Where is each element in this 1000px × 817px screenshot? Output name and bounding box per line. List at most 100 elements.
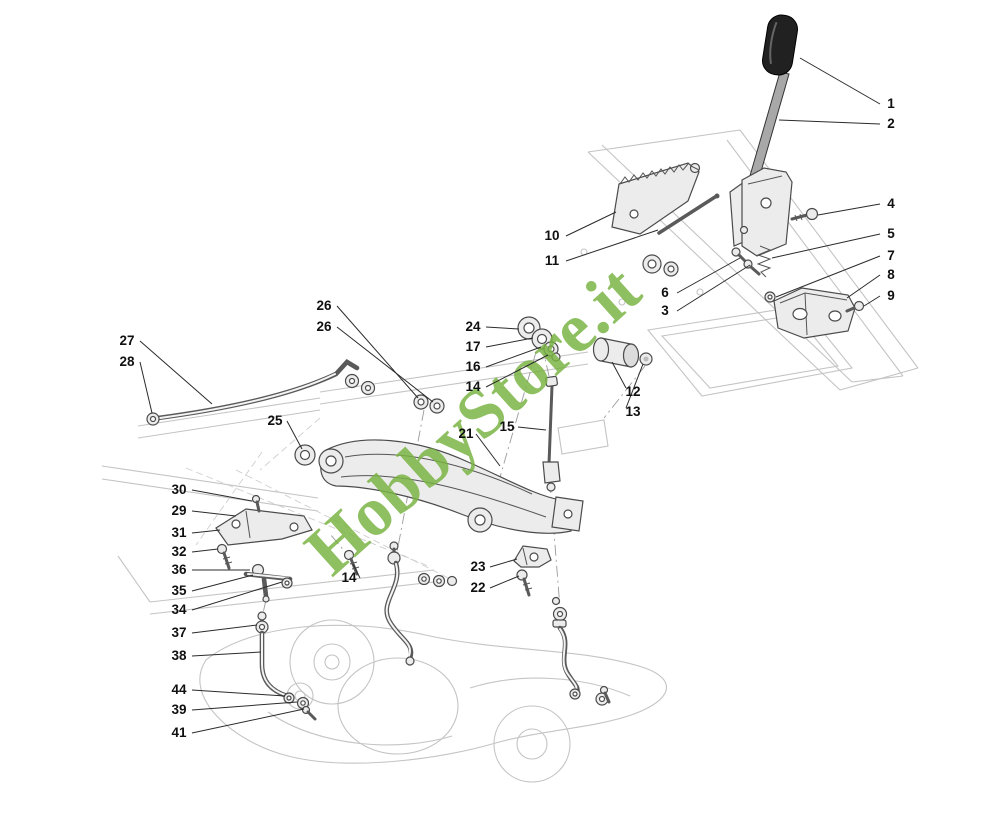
leader-28	[139, 361, 153, 414]
callout-31: 31	[171, 525, 187, 540]
leader-17	[485, 337, 534, 348]
leader-9	[863, 295, 881, 307]
sector-pin	[657, 193, 720, 235]
leader-7	[775, 255, 881, 298]
callout-26a: 26	[316, 298, 332, 313]
leader-15	[517, 426, 547, 431]
callout-36: 36	[171, 562, 187, 577]
callout-29: 29	[171, 503, 186, 518]
leader-6	[676, 257, 741, 294]
support-bracket	[764, 287, 865, 339]
callout-25: 25	[267, 413, 283, 428]
callout-17: 17	[465, 339, 480, 354]
pivot-bushings	[642, 254, 679, 277]
leader-34	[191, 581, 283, 611]
callout-32: 32	[171, 544, 186, 559]
leader-39	[191, 701, 298, 711]
callout-13: 13	[625, 404, 641, 419]
callout-11: 11	[545, 253, 560, 268]
leader-22	[489, 575, 520, 589]
pulley-stack	[517, 316, 561, 362]
leader-2	[778, 119, 881, 125]
callout-6: 6	[661, 285, 669, 300]
leader-26a	[336, 305, 419, 399]
pivot-bracket-assembly	[215, 494, 313, 570]
callout-labels: 1 2 4 5 7 8 9 10 11 6 3 26 26 24 17 16 1…	[119, 96, 895, 740]
lift-crank	[318, 439, 584, 534]
spring-5	[756, 245, 772, 278]
leader-38	[191, 651, 262, 657]
callout-26b: 26	[316, 319, 332, 334]
leader-14b	[352, 563, 361, 579]
callout-38: 38	[171, 648, 187, 663]
callout-37: 37	[171, 625, 186, 640]
lever-bracket-assembly	[729, 167, 819, 278]
roller	[592, 337, 653, 368]
screw-9	[853, 300, 865, 312]
leader-31	[191, 529, 221, 534]
callout-14b: 14	[341, 570, 357, 585]
leader-21	[475, 433, 501, 467]
right-link	[551, 596, 611, 706]
leader-32	[191, 548, 219, 553]
callout-9: 9	[887, 288, 895, 303]
screw-22	[516, 569, 528, 581]
lift-pipe	[384, 541, 458, 666]
leader-24	[485, 326, 520, 330]
sector-plate	[611, 162, 701, 235]
callout-22: 22	[470, 580, 485, 595]
deck-hook-bracket	[513, 545, 552, 597]
callout-44: 44	[171, 682, 187, 697]
callout-8: 8	[887, 267, 895, 282]
chassis-frame	[101, 129, 919, 615]
leader-1	[799, 57, 881, 105]
callout-2: 2	[887, 116, 895, 131]
leader-37	[191, 624, 258, 634]
leader-23	[489, 558, 518, 568]
left-link	[255, 611, 317, 721]
callout-4: 4	[887, 196, 895, 211]
callout-10: 10	[544, 228, 559, 243]
callout-3: 3	[661, 303, 669, 318]
leader-10	[565, 211, 617, 237]
hand-lever	[744, 14, 798, 197]
callout-30: 30	[171, 482, 186, 497]
lever-grip	[762, 14, 798, 76]
leader-41	[191, 708, 305, 734]
leader-3	[676, 264, 751, 312]
tee-fitting	[243, 563, 293, 603]
callout-28: 28	[119, 354, 135, 369]
leader-8	[846, 274, 881, 299]
washer-25	[294, 444, 316, 466]
callout-5: 5	[887, 226, 895, 241]
leader-14a	[485, 354, 549, 388]
callout-39: 39	[171, 702, 186, 717]
leader-25	[286, 420, 303, 450]
lift-link-rod	[542, 375, 561, 492]
leader-29	[191, 510, 237, 517]
callout-15: 15	[499, 419, 515, 434]
callout-12: 12	[625, 384, 640, 399]
callout-41: 41	[171, 725, 187, 740]
leader-27	[139, 340, 213, 405]
leader-5	[771, 233, 881, 259]
leader-35	[191, 574, 254, 592]
callout-14a: 14	[465, 379, 481, 394]
callout-35: 35	[171, 583, 187, 598]
callout-1: 1	[887, 96, 895, 111]
leader-30	[191, 489, 253, 502]
leader-44	[191, 689, 286, 697]
lift-rod-left	[146, 359, 376, 426]
leader-26b	[336, 326, 434, 403]
leader-11	[565, 229, 659, 262]
leader-4	[817, 203, 881, 216]
callout-7: 7	[887, 248, 895, 263]
callout-27: 27	[119, 333, 134, 348]
callout-16: 16	[465, 359, 481, 374]
chassis-hidden-lines	[185, 417, 453, 581]
callout-23: 23	[470, 559, 486, 574]
leader-12	[611, 361, 627, 389]
callout-21: 21	[458, 426, 474, 441]
